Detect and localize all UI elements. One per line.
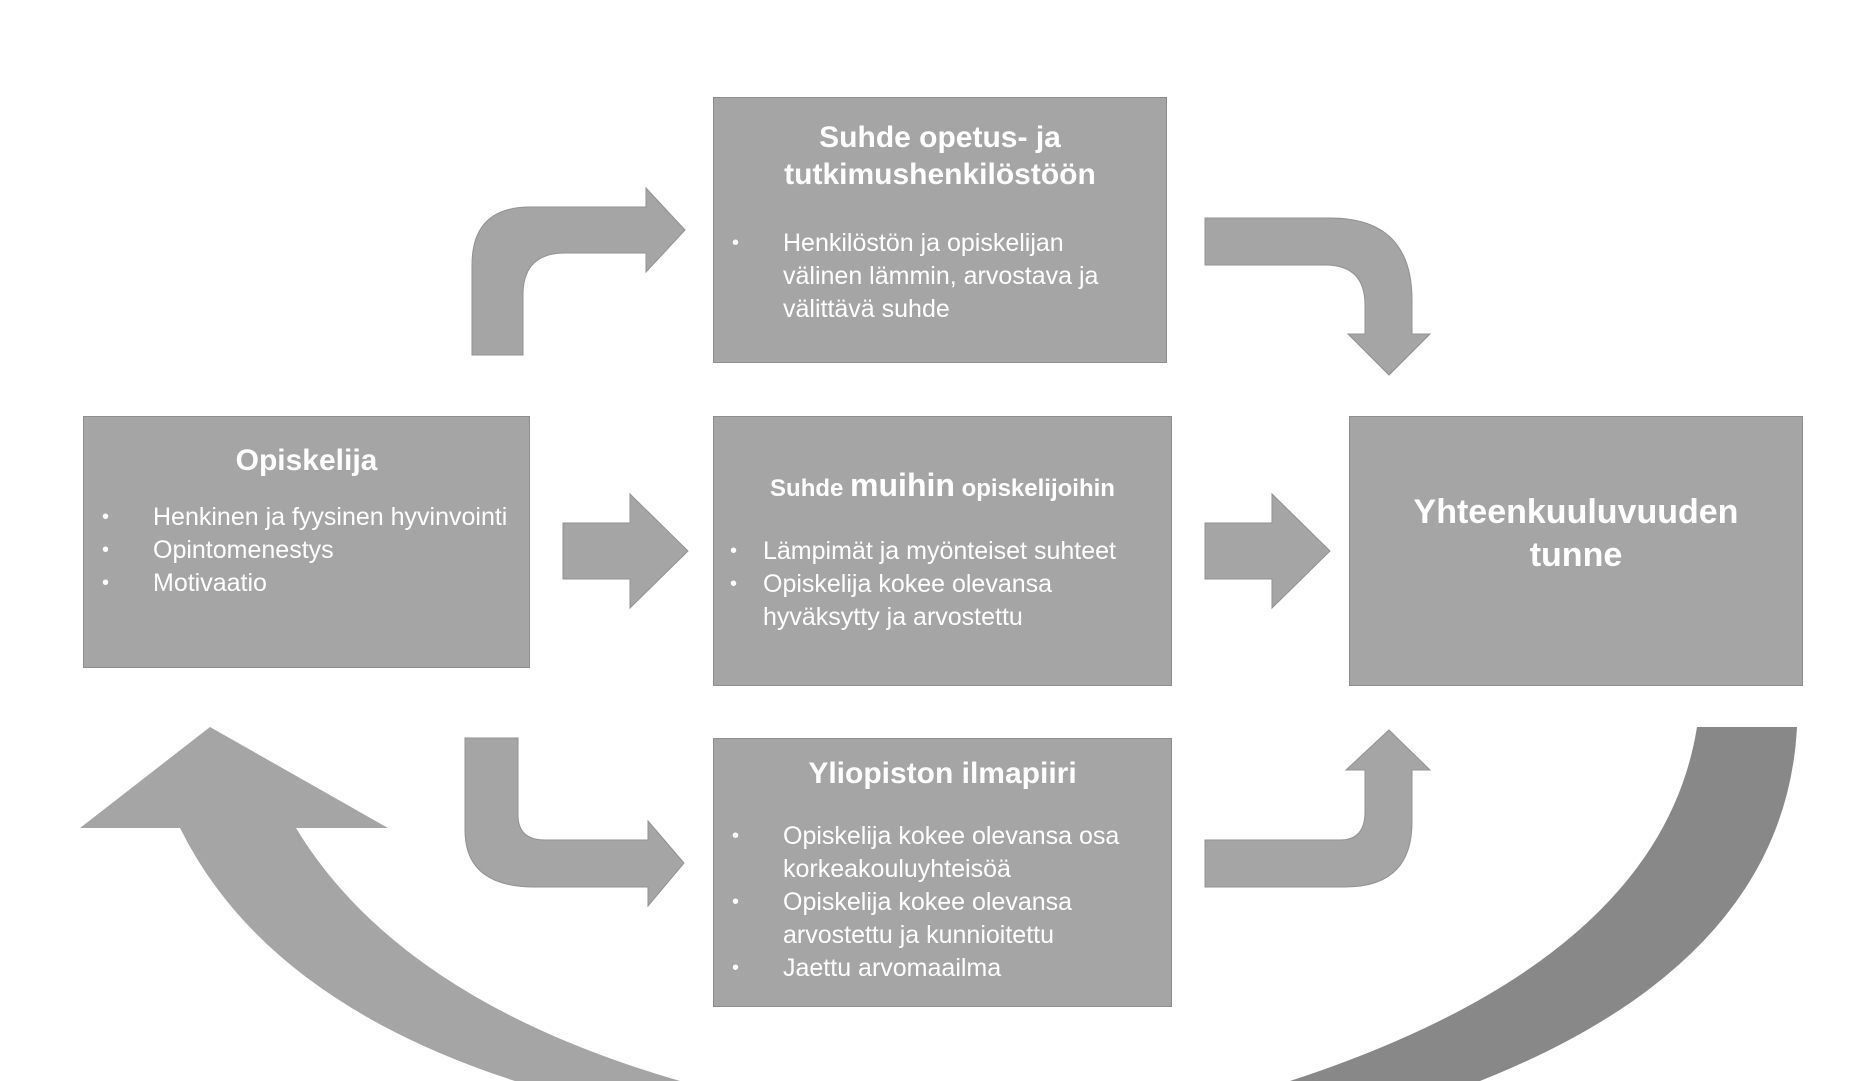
bent-arrow-left-to-bottom <box>464 737 685 908</box>
relationship-with-students-title: Suhde muihin opiskelijoihin <box>714 467 1171 507</box>
return-arrow-left-head <box>80 727 680 1081</box>
sense-of-belonging-box: Yhteenkuuluvuuden tunne <box>1349 416 1803 686</box>
list-item: Opiskelija kokee olevansa osa korkeakoul… <box>714 820 1171 886</box>
title-line: tunne <box>1529 536 1623 574</box>
list-item: Lämpimät ja myönteiset suhteet <box>714 535 1171 568</box>
list-item: Henkilöstön ja opiskelijan välinen lämmi… <box>714 227 1166 326</box>
bent-arrow-top-to-right <box>1204 217 1432 376</box>
title-line: Yhteenkuuluvuuden <box>1413 493 1739 531</box>
title-part: Suhde <box>770 475 844 502</box>
student-title: Opiskelija <box>235 444 378 477</box>
title-line: tutkimushenkilöstöön <box>784 158 1096 191</box>
title-line: Suhde opetus- ja <box>819 121 1061 154</box>
relationship-with-students-box: Suhde muihin opiskelijoihin Lämpimät ja … <box>713 416 1172 686</box>
bullet-list: Henkilöstön ja opiskelijan välinen lämmi… <box>714 227 1166 326</box>
title-part: opiskelijoihin <box>961 475 1115 502</box>
university-climate-title: Yliopiston ilmapiiri <box>808 757 1077 790</box>
bullet-list: Opiskelija kokee olevansa osa korkeakoul… <box>714 820 1171 985</box>
bullet-list: Lämpimät ja myönteiset suhteet Opiskelij… <box>714 535 1171 634</box>
relationship-with-staff-title: Suhde opetus- ja tutkimushenkilöstöön <box>714 119 1166 193</box>
bent-arrow-left-to-top <box>471 186 686 356</box>
list-item: Opintomenestys <box>84 534 529 567</box>
list-item: Jaettu arvomaailma <box>714 952 1171 985</box>
bullet-list: Henkinen ja fyysinen hyvinvointi Opintom… <box>84 501 529 600</box>
sense-of-belonging-title: Yhteenkuuluvuuden tunne <box>1414 491 1739 577</box>
return-arrow-right-tail <box>1290 727 1797 1081</box>
list-item: Opiskelija kokee olevansa hyväksytty ja … <box>714 568 1171 634</box>
student-box: Opiskelija Henkinen ja fyysinen hyvinvoi… <box>83 416 530 668</box>
title-part: muihin <box>850 467 955 503</box>
bent-arrow-bottom-to-right <box>1204 729 1432 888</box>
arrow-left-to-middle <box>562 492 689 610</box>
list-item: Opiskelija kokee olevansa arvostettu ja … <box>714 886 1171 952</box>
arrow-middle-to-right <box>1204 492 1331 610</box>
relationship-with-staff-box: Suhde opetus- ja tutkimushenkilöstöön He… <box>713 97 1167 363</box>
list-item: Motivaatio <box>84 567 529 600</box>
university-climate-box: Yliopiston ilmapiiri Opiskelija kokee ol… <box>713 738 1172 1007</box>
list-item: Henkinen ja fyysinen hyvinvointi <box>84 501 529 534</box>
